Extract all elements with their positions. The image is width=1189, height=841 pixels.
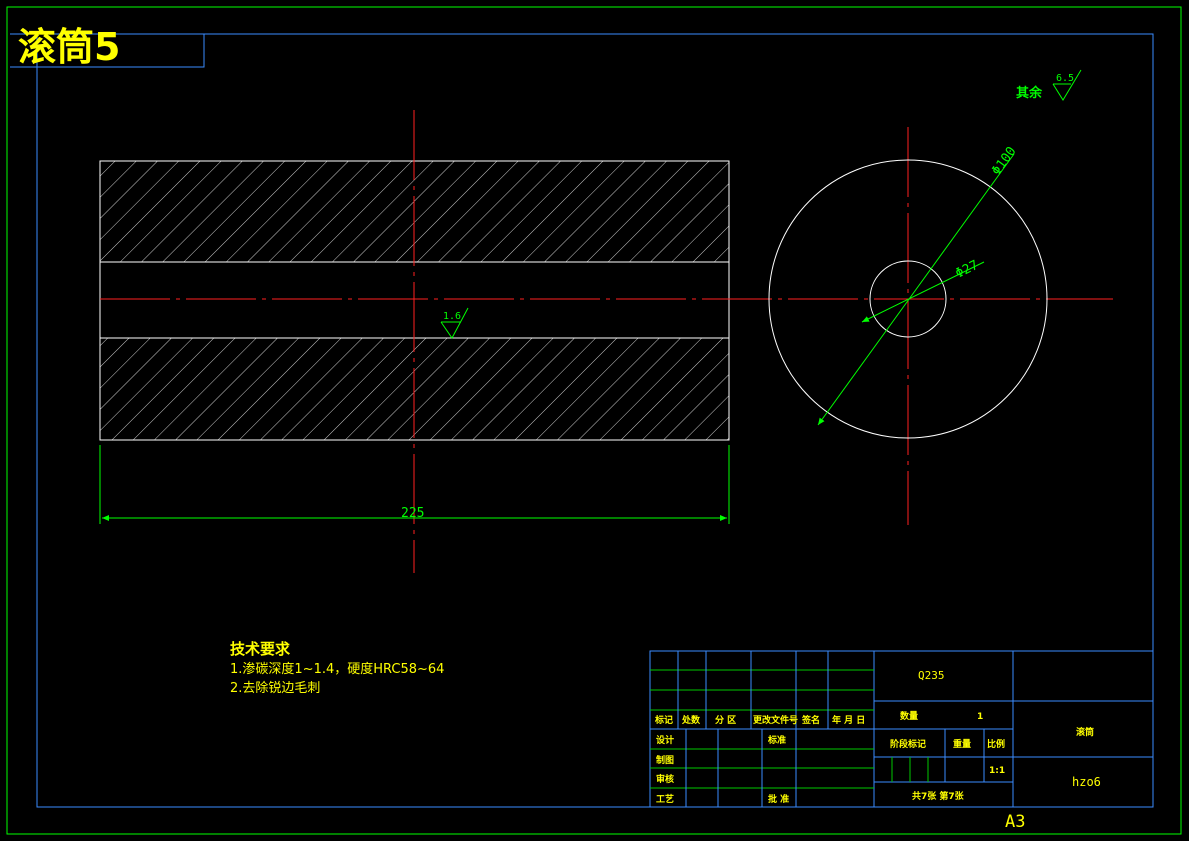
header-mark: 标记 <box>654 714 673 726</box>
inner-diameter-text: Φ27 <box>953 258 981 282</box>
weight-label: 重量 <box>953 738 971 750</box>
header-zone: 分 区 <box>715 714 736 726</box>
paper-size: A3 <box>1005 812 1025 832</box>
title-block <box>649 650 1154 808</box>
drawing-title: 滚筒5 <box>18 25 120 69</box>
header-count: 处数 <box>681 714 701 726</box>
tech-requirements-heading: 技术要求 <box>230 640 291 658</box>
surface-finish-value: 6.5 <box>1056 73 1074 84</box>
drawing-number: hzo6 <box>1072 775 1101 789</box>
sheet-info: 共7张 第7张 <box>912 790 965 802</box>
section-roughness-symbol <box>440 307 469 339</box>
section-roughness-value: 1.6 <box>443 311 461 322</box>
outer-diameter-dim-line <box>817 153 1015 426</box>
scale-label: 比例 <box>987 738 1005 750</box>
title-box <box>10 33 205 68</box>
row-review: 审核 <box>656 773 674 785</box>
row-drawing: 制图 <box>656 754 674 766</box>
header-date: 年 月 日 <box>832 714 865 726</box>
outer-circle <box>768 159 1048 439</box>
stage-mark-label: 阶段标记 <box>890 738 926 750</box>
material-text: Q235 <box>918 669 945 682</box>
quantity-value: 1 <box>977 712 983 722</box>
standardize-label: 标准 <box>767 734 786 746</box>
tech-requirement-item-2: 2.去除锐边毛刺 <box>230 681 320 696</box>
row-process: 工艺 <box>656 793 674 805</box>
inner-diameter-dim-line <box>861 261 985 323</box>
roughness-symbol <box>1052 69 1082 101</box>
approve-label: 批 准 <box>768 793 789 805</box>
part-name: 滚筒 <box>1076 726 1094 738</box>
inner-circle <box>869 260 947 338</box>
scale-value: 1:1 <box>989 766 1005 776</box>
length-dimension-text: 225 <box>401 506 424 521</box>
header-change-doc: 更改文件号 <box>753 714 798 726</box>
surface-finish-label: 其余 <box>1016 85 1043 101</box>
length-dimension <box>99 445 730 524</box>
quantity-label: 数量 <box>900 710 918 722</box>
outer-border <box>6 6 1182 835</box>
tech-requirement-item-1: 1.渗碳深度1~1.4，硬度HRC58~64 <box>230 661 444 677</box>
row-design: 设计 <box>656 734 674 746</box>
outer-diameter-text: Φ100 <box>989 144 1020 178</box>
inner-border <box>36 33 1154 808</box>
header-sign: 签名 <box>801 714 820 726</box>
